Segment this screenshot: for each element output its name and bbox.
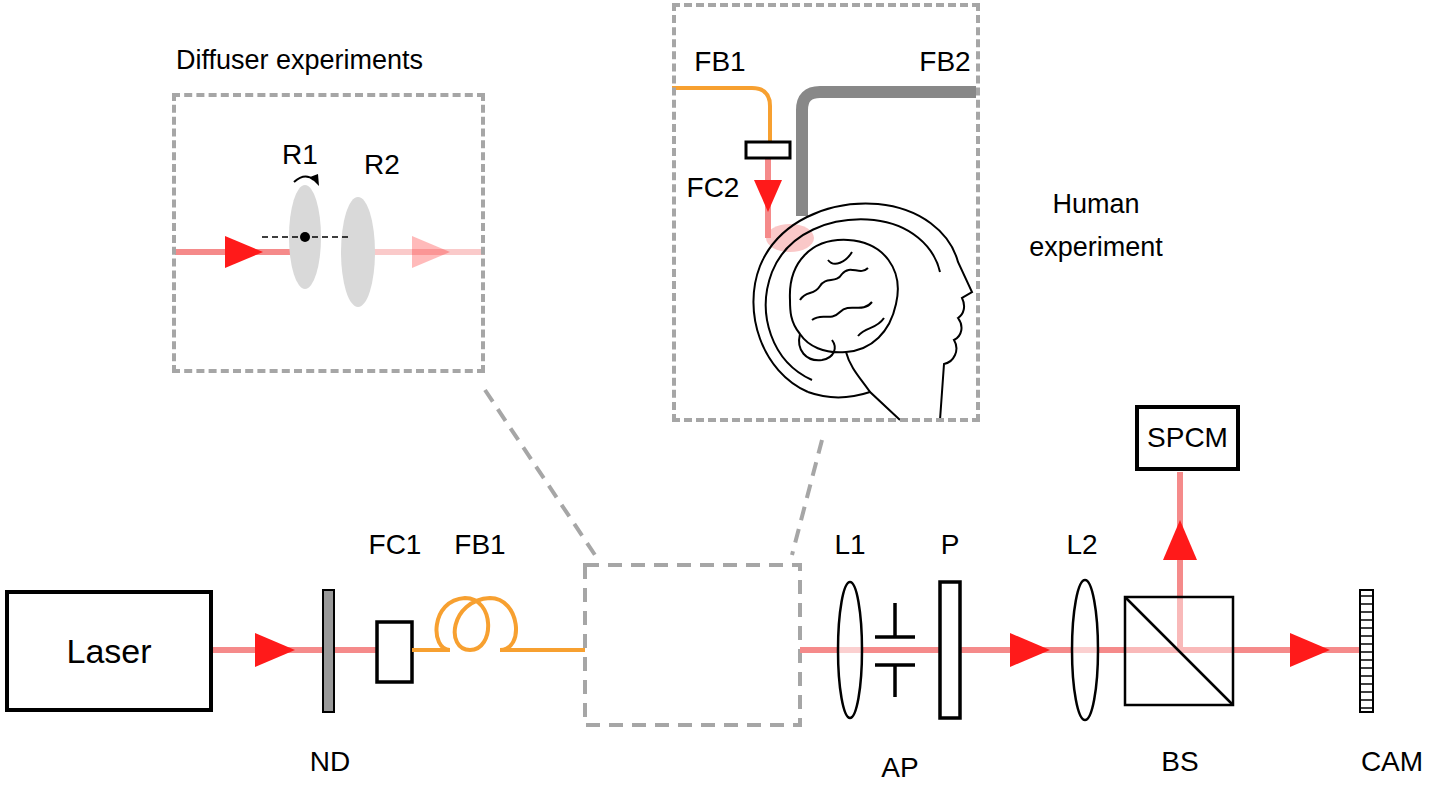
- beam-arrow: [225, 236, 263, 268]
- beam-arrow: [1163, 520, 1197, 560]
- inset-box: Diffuser experiments: [172, 93, 485, 373]
- part-label: FC1: [369, 530, 422, 561]
- box-label: Laser: [66, 624, 151, 678]
- part-label: FC2: [687, 173, 740, 204]
- detector-box: SPCM: [1135, 405, 1240, 471]
- beam-arrow: [255, 633, 295, 667]
- fiber-bundle: [802, 92, 976, 216]
- aperture: [875, 603, 915, 697]
- static-diffuser: [341, 197, 375, 307]
- part-label: FB2: [919, 47, 970, 78]
- part-label: R1: [282, 140, 318, 171]
- rotation-arrow: [310, 174, 319, 186]
- inset-heading: Human experiment: [1016, 183, 1176, 269]
- fiber-coupler: [377, 622, 412, 682]
- fiber: [672, 88, 770, 142]
- beam-splitter-face: [1125, 597, 1233, 705]
- polarizer: [940, 582, 960, 718]
- beam-arrow: [1290, 633, 1330, 667]
- box-label: SPCM: [1147, 416, 1228, 461]
- part-label: AP: [881, 753, 918, 784]
- zoom-leader: [792, 440, 822, 555]
- laser-box: Laser: [5, 590, 213, 712]
- sample-slot: [585, 565, 800, 725]
- part-label: FB1: [694, 47, 745, 78]
- lens: [1072, 580, 1098, 720]
- inset-heading: Diffuser experiments: [176, 39, 423, 82]
- beam-arrow: [412, 236, 450, 268]
- beam-splitter: [1125, 597, 1233, 705]
- part-label: L2: [1066, 530, 1097, 561]
- fiber-coil: [412, 598, 585, 650]
- part-label: CAM: [1361, 747, 1423, 778]
- part-label: ND: [310, 747, 350, 778]
- part-label: P: [941, 530, 960, 561]
- lens: [838, 582, 862, 718]
- fiber-coupler: [746, 142, 790, 158]
- part-label: FB1: [454, 530, 505, 561]
- human-head: [753, 204, 972, 420]
- part-label: L1: [834, 530, 865, 561]
- part-label: BS: [1161, 747, 1198, 778]
- camera-sensor: [1360, 590, 1373, 712]
- beam-arrow: [754, 180, 782, 212]
- part-label: R2: [364, 150, 400, 181]
- beam-arrow: [1010, 633, 1050, 667]
- rotation-axis: [300, 232, 310, 242]
- nd-filter: [323, 590, 334, 712]
